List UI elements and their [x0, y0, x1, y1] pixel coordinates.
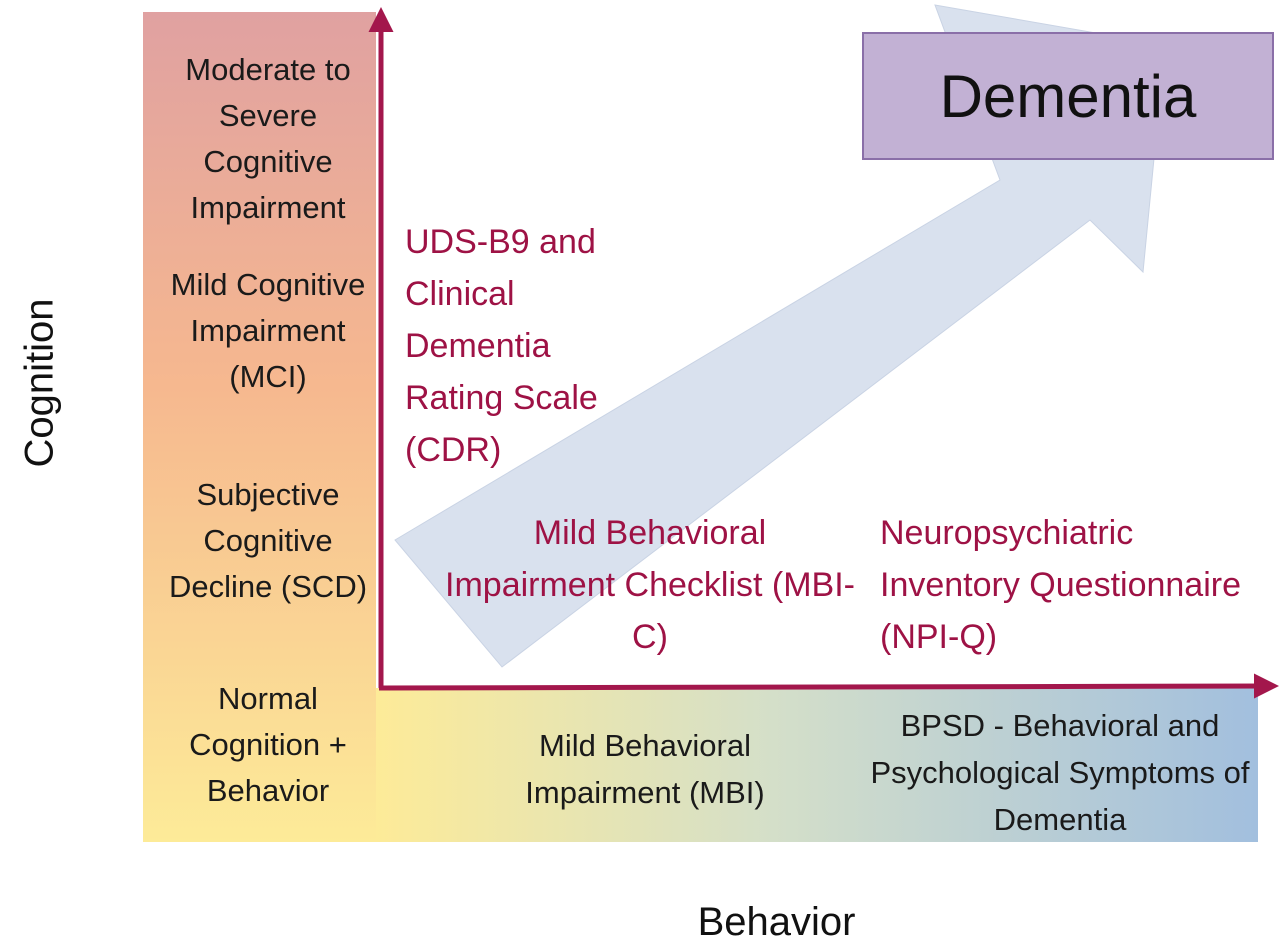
axis-label-behavior: Behavior: [697, 900, 856, 944]
behavior-gradient-band: [376, 688, 1258, 842]
level-mbi: Mild Behavioral Impairment (MBI): [525, 728, 765, 810]
tool-npi-q: Neuropsychiatric Inventory Questionnaire…: [880, 514, 1241, 656]
cognition-gradient-band: [143, 12, 376, 842]
behavior-axis: [378, 673, 1279, 699]
axis-label-cognition: Cognition: [17, 298, 62, 468]
level-bpsd: BPSD - Behavioral and Psychological Symp…: [870, 708, 1250, 837]
dementia-box: Dementia: [862, 32, 1274, 160]
level-scd: Subjective Cognitive Decline (SCD): [168, 477, 368, 604]
dementia-label: Dementia: [939, 62, 1197, 130]
level-moderate-severe: Moderate to Severe Cognitive Impairment: [185, 52, 351, 225]
tool-cdr: UDS-B9 and Clinical Dementia Rating Scal…: [405, 223, 598, 469]
tool-mbi-c: Mild Behavioral Impairment Checklist (MB…: [445, 514, 855, 656]
level-normal: Normal Cognition + Behavior: [189, 681, 347, 808]
level-mci: Mild Cognitive Impairment (MCI): [170, 267, 366, 394]
